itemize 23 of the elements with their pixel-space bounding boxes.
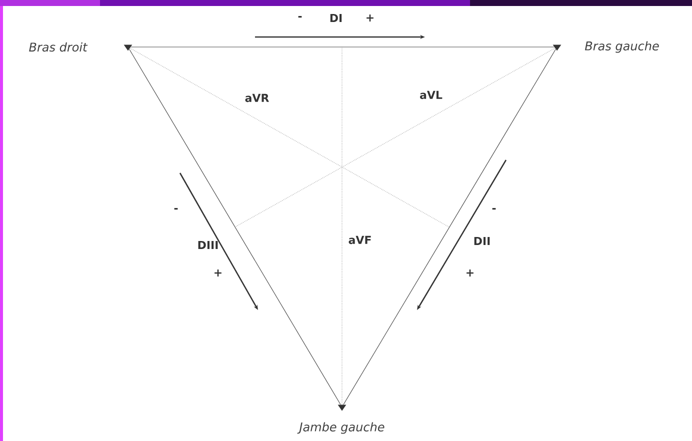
- edge-label: aVF: [347, 234, 373, 246]
- vertex-marker: [124, 44, 132, 51]
- lead-label: -: [174, 208, 178, 210]
- limb-label: Bras droit: [29, 42, 88, 52]
- lead-line: [234, 48, 556, 228]
- lead-line: [130, 48, 450, 228]
- lead-label: +: [214, 270, 222, 276]
- edge-label: aVL: [418, 90, 444, 100]
- lead-label: DI: [330, 14, 342, 22]
- lead-label: -: [298, 16, 302, 18]
- lead-label: -: [492, 208, 496, 210]
- lead-label: DIII: [198, 241, 218, 249]
- limb-label: Bras gauche: [584, 41, 659, 53]
- vertex-marker: [552, 44, 562, 51]
- limb-label: Jambe gauche: [297, 422, 384, 434]
- lead-line: [343, 48, 556, 405]
- lead-label: +: [466, 270, 474, 276]
- lead-line: [130, 46, 554, 48]
- lead-label: +: [366, 14, 374, 22]
- lead-line: [129, 48, 341, 405]
- edge-label: aVR: [244, 92, 270, 104]
- vertex-marker: [338, 404, 346, 411]
- lead-label: DII: [474, 237, 490, 245]
